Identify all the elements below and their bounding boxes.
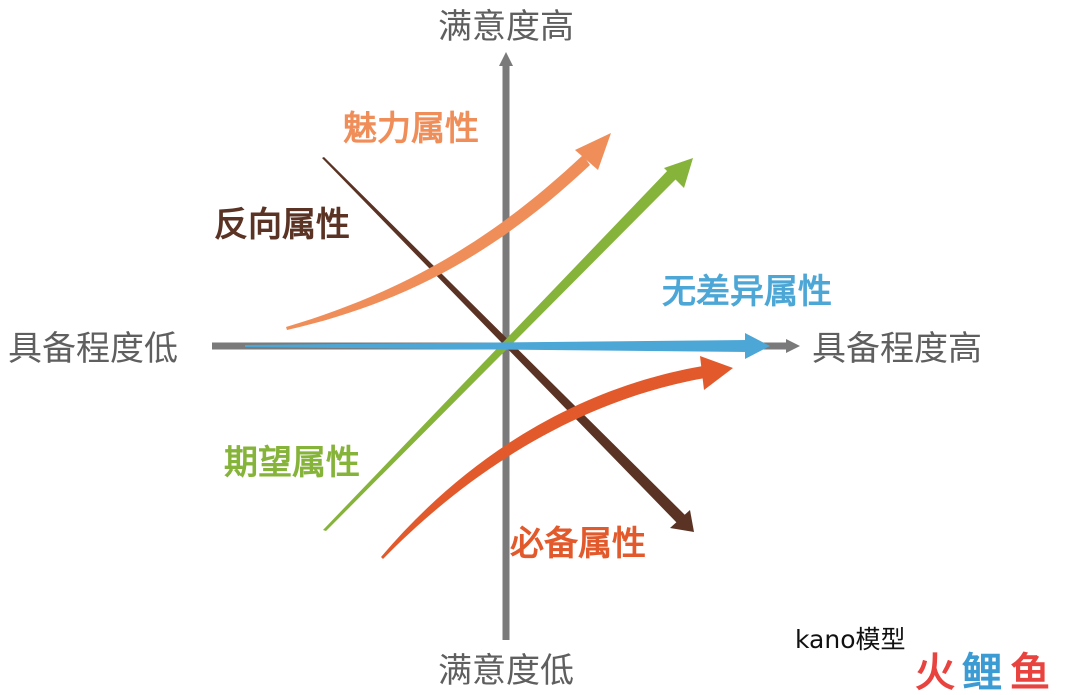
must-be-curve-arrowhead xyxy=(700,356,733,390)
x-axis-arrowhead xyxy=(786,339,800,353)
watermark-char-3: 鱼 xyxy=(1010,650,1050,695)
reverse-label: 反向属性 xyxy=(214,205,350,245)
watermark-logo: 火 鲤 鱼 xyxy=(915,650,1050,695)
attractive-curve-arrowhead xyxy=(575,133,611,170)
performance-curve-arrowhead xyxy=(664,158,693,188)
indifferent-curve xyxy=(245,340,748,352)
reverse-curve-arrowhead xyxy=(670,510,694,532)
performance-label: 期望属性 xyxy=(224,443,360,483)
y-axis-top-label: 满意度高 xyxy=(438,7,574,47)
x-axis-right-label: 具备程度高 xyxy=(812,329,982,369)
watermark-char-2: 鲤 xyxy=(962,650,1002,695)
indifferent-label: 无差异属性 xyxy=(662,272,832,312)
reverse-curve xyxy=(322,157,686,524)
watermark-char-1: 火 xyxy=(915,650,955,695)
indifferent-curve-arrowhead xyxy=(745,333,770,359)
x-axis-left-label: 具备程度低 xyxy=(8,329,178,369)
attractive-label: 魅力属性 xyxy=(343,109,479,149)
diagram-caption: kano模型 xyxy=(795,625,906,654)
y-axis-bottom-label: 满意度低 xyxy=(438,651,574,691)
y-axis-arrowhead xyxy=(499,52,513,66)
must-be-label: 必备属性 xyxy=(510,524,646,564)
